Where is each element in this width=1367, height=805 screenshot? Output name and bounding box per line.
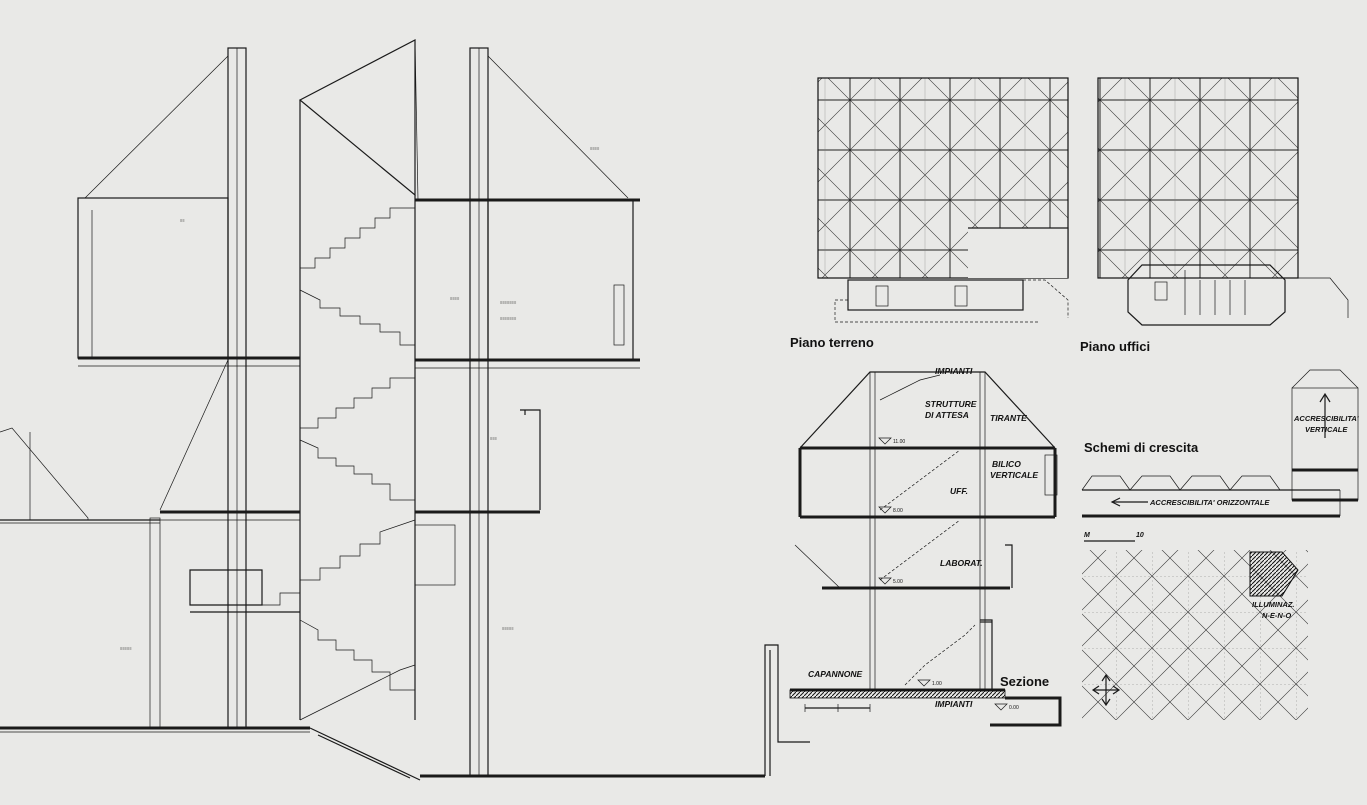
svg-text:≡≡≡≡≡≡≡: ≡≡≡≡≡≡≡ xyxy=(500,316,517,321)
cross-section: 11.00 8.00 5.00 1.00 0.00 IMPIANTI STRUT… xyxy=(789,366,1062,727)
label-capannone: CAPANNONE xyxy=(808,669,862,679)
main-section-drawing: ≡≡≡≡≡≡ ≡≡≡≡≡≡≡≡≡≡≡≡≡≡ ≡≡≡≡≡≡≡≡ ≡≡≡≡≡≡≡≡≡ xyxy=(0,39,810,781)
svg-text:≡≡: ≡≡ xyxy=(180,218,185,223)
label-bilico: BILICO xyxy=(992,459,1021,469)
ground-floor-plan: Piano terreno xyxy=(790,77,1069,350)
svg-text:≡≡≡≡≡: ≡≡≡≡≡ xyxy=(120,646,132,651)
label-di-attesa: DI ATTESA xyxy=(925,410,969,420)
scale-m: M xyxy=(1084,532,1090,539)
label-impianti-top: IMPIANTI xyxy=(935,366,973,376)
label-verticale: VERTICALE xyxy=(990,470,1038,480)
vertical-growth-2: VERTICALE xyxy=(1305,425,1348,434)
ground-plan-title: Piano terreno xyxy=(790,335,874,350)
vertical-growth-1: ACCRESCIBILITA' xyxy=(1293,414,1359,423)
horizontal-growth: ACCRESCIBILITA' ORIZZONTALE xyxy=(1149,498,1270,507)
label-strutture: STRUTTURE xyxy=(925,399,977,409)
label-laborat: LABORAT. xyxy=(940,558,983,568)
svg-text:≡≡≡≡≡≡≡: ≡≡≡≡≡≡≡ xyxy=(500,300,517,305)
scale-10: 10 xyxy=(1136,532,1144,539)
level-5: 5.00 xyxy=(893,579,903,585)
growth-schemes: Schemi di crescita ACCRESCIBILITA' VERTI… xyxy=(1081,369,1359,720)
level-1: 1.00 xyxy=(932,681,942,687)
svg-text:≡≡≡≡: ≡≡≡≡ xyxy=(450,296,460,301)
label-impianti-bottom: IMPIANTI xyxy=(935,699,973,709)
level-0: 0.00 xyxy=(1009,705,1019,711)
svg-text:≡≡≡: ≡≡≡ xyxy=(490,436,498,441)
lighting-1: ILLUMINAZ. xyxy=(1252,600,1295,609)
svg-text:≡≡≡≡: ≡≡≡≡ xyxy=(590,146,600,151)
lighting-2: N-E-N-O xyxy=(1262,611,1291,620)
svg-text:≡≡≡≡≡: ≡≡≡≡≡ xyxy=(502,626,514,631)
level-8: 8.00 xyxy=(893,508,903,514)
label-tirante: TIRANTE xyxy=(990,413,1027,423)
office-floor-plan: Piano uffici xyxy=(1080,77,1349,354)
section-title: Sezione xyxy=(1000,674,1049,689)
level-11: 11.00 xyxy=(893,439,905,445)
label-uff: UFF. xyxy=(950,486,968,496)
growth-title: Schemi di crescita xyxy=(1084,440,1199,455)
office-plan-title: Piano uffici xyxy=(1080,339,1150,354)
orientation-arrows-icon xyxy=(1091,673,1121,707)
